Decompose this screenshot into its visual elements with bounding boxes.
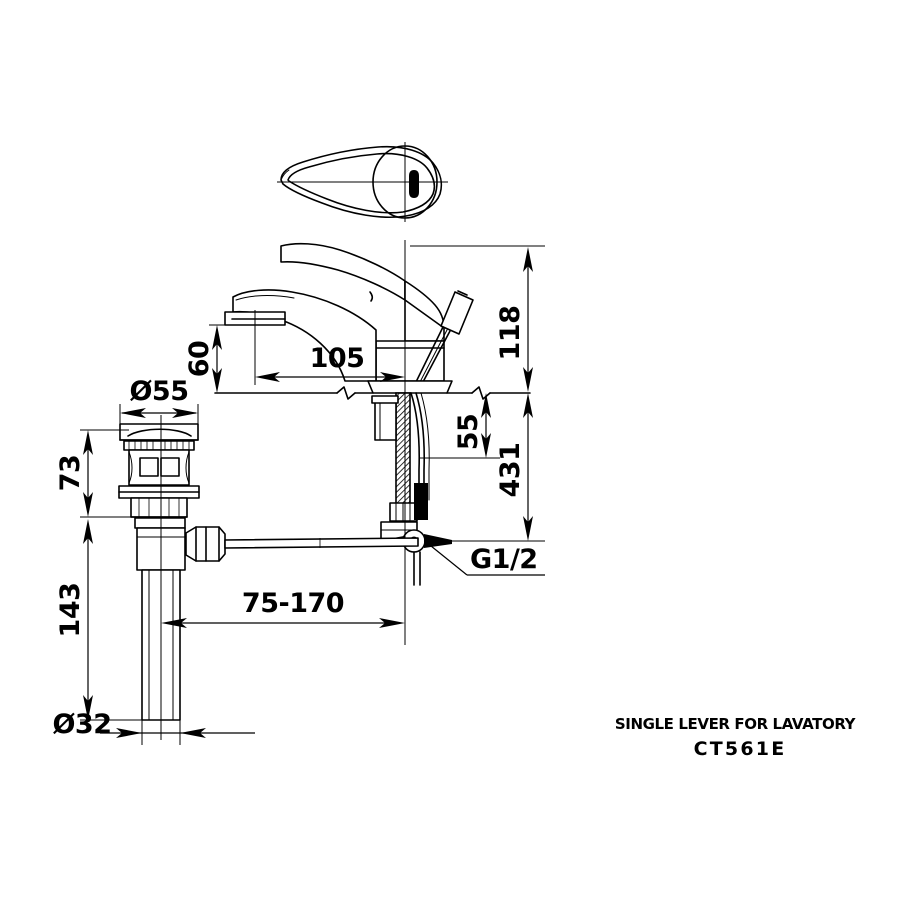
lift-rod-shaft-right [422,330,451,383]
arrow-d32-right [180,728,206,738]
title-block: SINGLE LEVER FOR LAVATORY CT561E [615,715,857,760]
dimension-118: 118 [410,245,545,392]
arrow-55-down [481,433,491,458]
dimension-60: 60 [184,324,268,393]
dimension-d32: Ø32 [52,709,255,745]
pivot-rod [224,537,419,549]
arrow-73-up [83,430,93,455]
dimension-73: 73 [55,429,137,518]
dimension-143: 143 [55,519,142,721]
arrow-55-up [481,393,491,418]
faucet-shank-threaded [395,392,411,514]
hose-clamp-block [414,483,428,520]
dimension-431: 431 [425,393,545,542]
arrow-105-right [380,372,405,382]
arrow-431-down [523,516,533,541]
dimension-105: 105 [254,310,405,385]
dim-label-55: 55 [453,414,484,451]
faucet-side-elevation [214,240,531,620]
dim-label-105: 105 [310,343,365,374]
arrow-60-down [212,368,222,393]
dim-label-431: 431 [495,443,526,498]
drain-body-taper-left [128,451,133,484]
handle-outline-inner [287,152,436,214]
drain-slot-ticks [128,441,190,450]
mounting-washer [371,395,399,404]
lift-rod-assembly [415,290,474,383]
popup-drain-assembly [118,415,226,740]
handle-tip-arc [280,169,290,181]
handle-top-view [277,142,448,222]
arrow-118-down [523,367,533,392]
arrow-d55-right [172,408,198,418]
arrow-431-up [523,393,533,418]
leader-line-g12 [430,545,468,576]
arrow-d32-left [116,728,142,738]
arrow-60-up [212,325,222,350]
pivot-rod-linkage [224,537,419,549]
arrow-143-up [83,519,93,544]
spout-top-edge [235,295,295,301]
dim-label-143: 143 [55,583,86,638]
lift-rod-shaft-left [415,326,444,383]
product-line-label: SINGLE LEVER FOR LAVATORY [615,715,857,733]
supply-hose-c [420,392,430,501]
dim-label-d32: Ø32 [52,709,111,740]
faucet-escutcheon [367,380,453,394]
dimension-55: 55 [420,393,500,459]
lift-rod-shaft-center [419,329,448,383]
arrow-d55-left [120,408,146,418]
dim-label-75-170: 75-170 [242,588,344,619]
arrow-118-up [523,247,533,272]
supply-hose-a [410,392,421,514]
lift-rod-knob-cap [457,290,468,296]
lever-handle-grip-edge [404,299,445,329]
mounting-nut-left [374,397,397,441]
drain-thread-ticks [138,498,180,517]
drain-body-taper-right [185,451,190,484]
arrow-105-left [255,372,280,382]
dimension-d55: Ø55 [119,376,199,428]
dim-label-60: 60 [184,341,215,378]
dimension-75-170: 75-170 [160,560,406,645]
drain-window-left [139,457,159,477]
arrow-143-down [83,695,93,720]
arrow-rod-left [161,618,187,628]
handle-set-screw [409,170,419,198]
lever-handle-notch [369,291,374,302]
dim-label-118: 118 [495,306,526,361]
arrow-73-down [83,492,93,517]
lift-rod-knob [440,291,474,335]
drain-locknut-band [134,517,186,529]
dim-label-73: 73 [55,455,86,492]
dim-label-d55: Ø55 [129,376,188,407]
drain-cap-dome [127,428,192,437]
arrow-rod-right [379,618,405,628]
callout-g12: G1/2 [430,544,545,576]
drain-slot-ring [123,440,195,451]
model-code-label: CT561E [694,738,787,760]
drain-flange [119,423,199,441]
deck-break-symbol-left [336,386,356,400]
supply-hose-b [415,392,426,514]
drain-upper-body [128,449,190,486]
callout-label-g12: G1/2 [470,544,538,575]
